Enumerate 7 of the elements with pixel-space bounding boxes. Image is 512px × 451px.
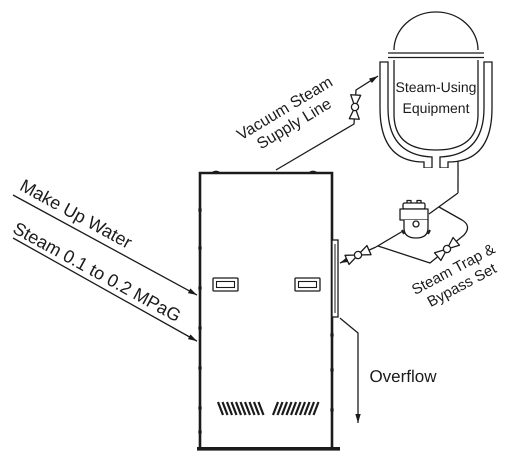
pipe-arrow (276, 76, 378, 171)
pipe-arrow (12, 194, 198, 296)
pipe-line (457, 168, 459, 193)
edge-label: Overflow (369, 367, 437, 387)
vessel-label: Steam-Using Equipment (394, 78, 478, 118)
pipe-arrow (340, 318, 361, 423)
pipe-arrow (12, 237, 198, 342)
